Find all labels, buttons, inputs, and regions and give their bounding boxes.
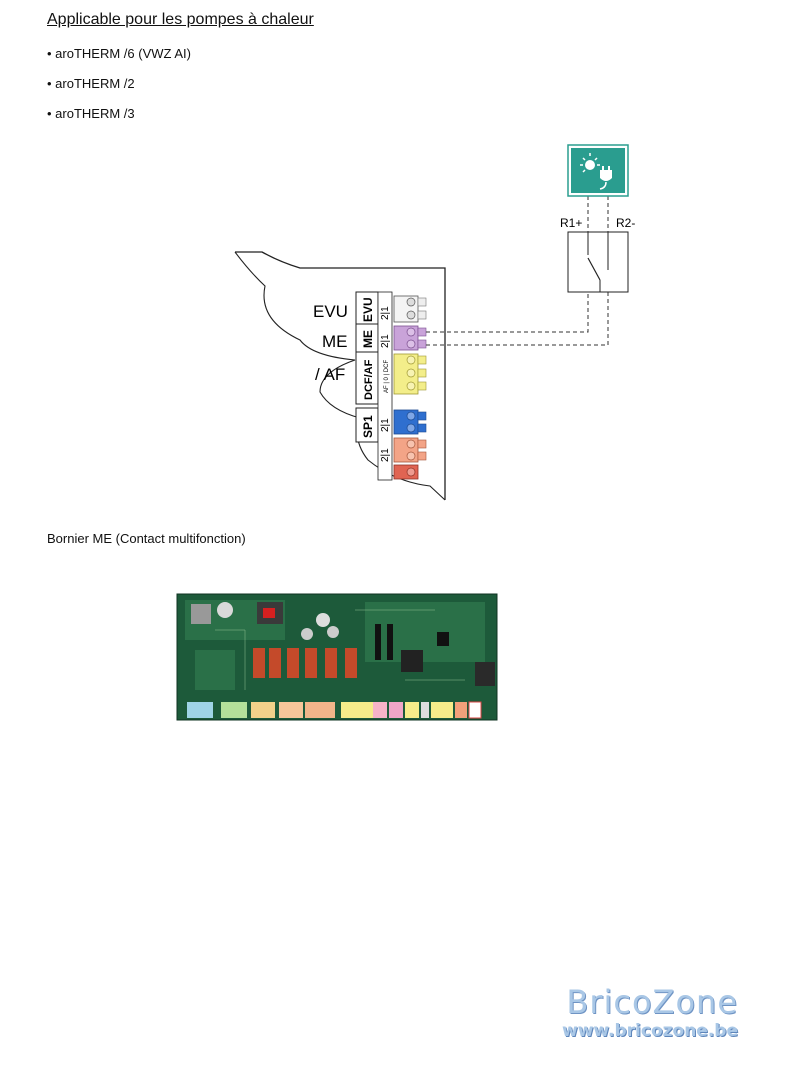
wiring-diagram: EVU ME / AF EVU ME DCF/AF SP1 2|1 2|1 AF… — [234, 144, 635, 501]
watermark-url: www.bricozone.be — [562, 1021, 738, 1041]
pin-label-dcf: AF | 0 | DCF — [384, 360, 390, 393]
list-item: • aroTHERM /2 — [47, 76, 135, 91]
energy-tariff-icon — [567, 144, 629, 197]
list-item: • aroTHERM /3 — [47, 106, 135, 121]
terminal-extra-red — [393, 464, 419, 480]
pin-label-extra: 2|1 — [380, 448, 391, 462]
terminal-sp1 — [393, 409, 427, 435]
terminal-extra-salmon — [393, 437, 427, 463]
page-title: Applicable pour les pompes à chaleur — [47, 11, 314, 28]
circuit-board-image — [175, 590, 515, 725]
side-label-me: ME — [322, 332, 348, 351]
terminal-label-sp1: SP1 — [361, 415, 375, 438]
watermark-name: BricoZone — [566, 983, 738, 1021]
side-label-af: / AF — [315, 365, 345, 384]
relay-switch — [587, 257, 601, 281]
pin-label-sp1: 2|1 — [380, 418, 391, 432]
side-label-evu: EVU — [313, 302, 348, 321]
pin-label-evu: 2|1 — [380, 306, 391, 320]
terminal-label-evu: EVU — [361, 297, 375, 322]
terminal-dcf-af — [393, 353, 427, 395]
enclosure-outline — [235, 251, 446, 500]
relay-label-r1: R1+ — [560, 216, 582, 230]
caption: Bornier ME (Contact multifonction) — [47, 531, 246, 546]
terminal-label-me: ME — [361, 330, 375, 348]
wire-r1 — [426, 292, 589, 333]
pin-label-me: 2|1 — [380, 334, 391, 348]
enclosure-curve — [234, 251, 446, 501]
terminal-me — [393, 325, 427, 351]
watermark: BricoZone www.bricozone.be — [562, 983, 738, 1041]
wire-r2 — [426, 292, 609, 346]
relay-label-r2: R2- — [616, 216, 635, 230]
terminal-label-dcf-af: DCF/AF — [363, 359, 375, 400]
relay-box — [567, 231, 629, 293]
terminal-evu — [393, 295, 427, 323]
list-item: • aroTHERM /6 (VWZ AI) — [47, 46, 191, 61]
